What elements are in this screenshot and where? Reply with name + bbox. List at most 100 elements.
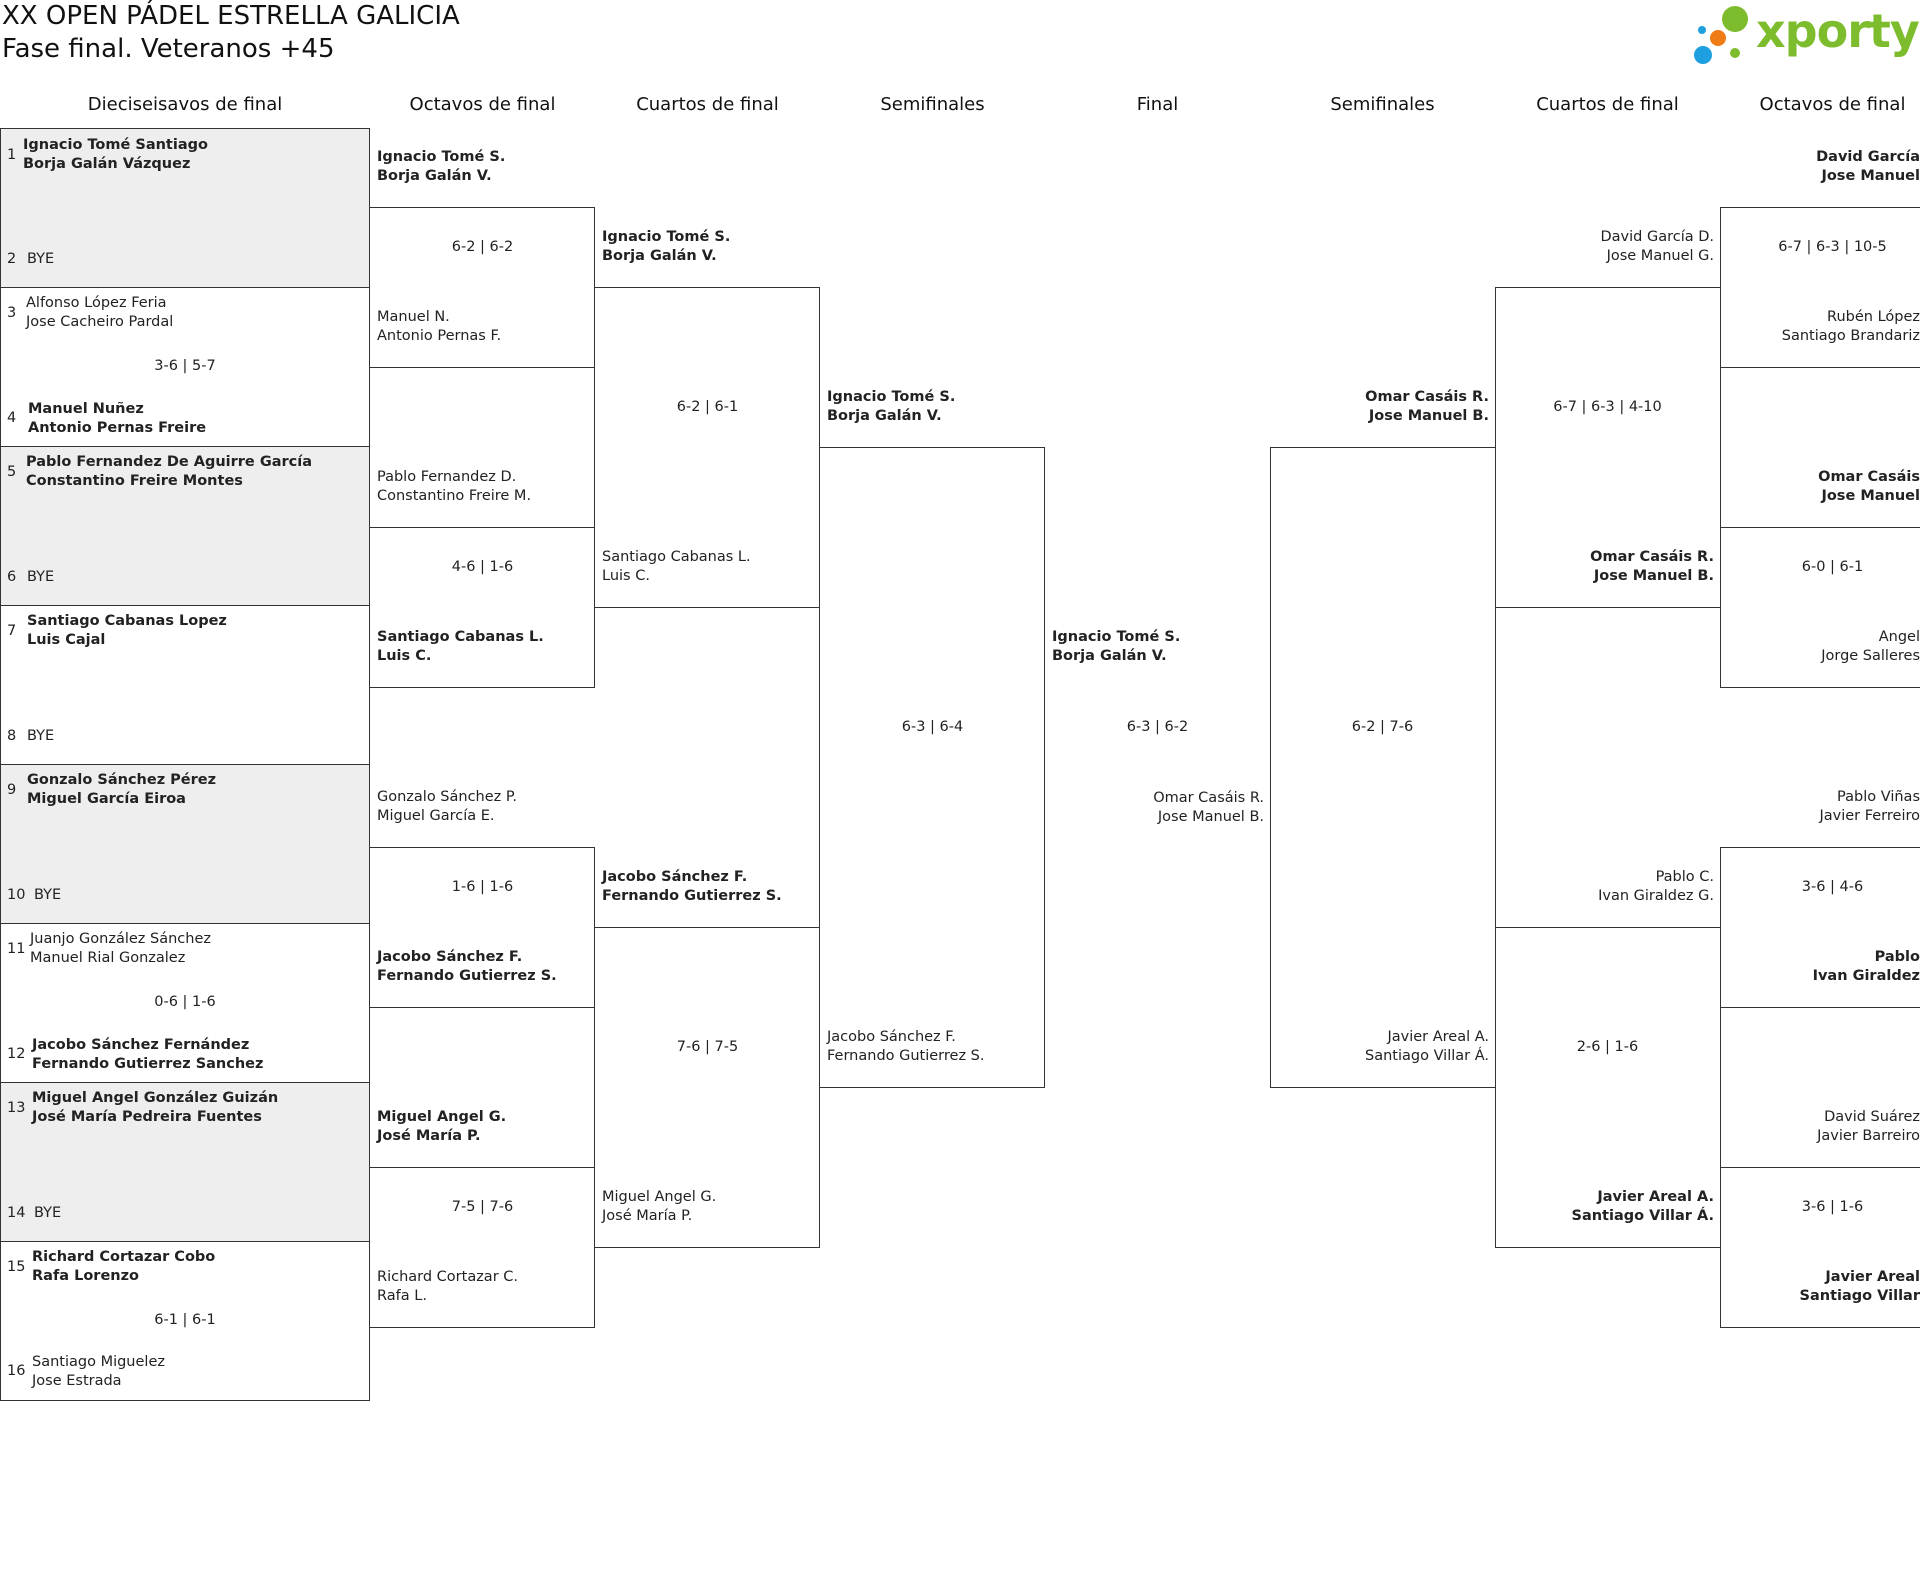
right-r16-team-8-p1: Javier Areal bbox=[1825, 1269, 1920, 1285]
r32-score-2: 3-6 | 5-7 bbox=[154, 358, 216, 374]
left-r16-team-4-p1: Santiago Cabanas L. bbox=[377, 629, 544, 645]
right-r16-team-1-p1: David García bbox=[1816, 149, 1920, 165]
left-sf-team-2-p2: Fernando Gutierrez S. bbox=[827, 1048, 985, 1064]
final-team-2-p2: Jose Manuel B. bbox=[1157, 809, 1264, 825]
right-qf-match-2 bbox=[1495, 927, 1721, 1248]
right-r16-team-6-p1: Pablo bbox=[1874, 949, 1920, 965]
seed-number: 16 bbox=[7, 1363, 26, 1379]
seed-number: 2 bbox=[7, 251, 17, 267]
left-r16-team-2-p2: Antonio Pernas F. bbox=[377, 328, 502, 344]
r32-team-6-p1: BYE bbox=[27, 569, 55, 585]
r32-score-8: 6-1 | 6-1 bbox=[154, 1312, 216, 1328]
seed-number: 5 bbox=[7, 464, 17, 480]
left-sf-team-2-p1: Jacobo Sánchez F. bbox=[827, 1029, 956, 1045]
logo-wordmark: xporty bbox=[1756, 4, 1920, 58]
left-r16-team-5-p1: Gonzalo Sánchez P. bbox=[377, 789, 517, 805]
r32-team-16-p2: Jose Estrada bbox=[32, 1373, 122, 1389]
right-sf-team-1-p2: Jose Manuel B. bbox=[1368, 408, 1489, 424]
right-r16-team-8-p2: Santiago Villar bbox=[1799, 1288, 1920, 1304]
right-qf-score-1: 6-7 | 6-3 | 4-10 bbox=[1553, 399, 1662, 415]
r32-team-7-p1: Santiago Cabanas Lopez bbox=[27, 613, 227, 629]
r32-team-3-p1: Alfonso López Feria bbox=[26, 295, 167, 311]
right-qf-team-3-p1: Pablo C. bbox=[1655, 869, 1714, 885]
left-r16-team-8-p1: Richard Cortazar C. bbox=[377, 1269, 518, 1285]
right-qf-team-4-p2: Santiago Villar Á. bbox=[1571, 1208, 1715, 1224]
r32-team-9-p2: Miguel García Eiroa bbox=[27, 791, 186, 807]
r32-team-1-p2: Borja Galán Vázquez bbox=[23, 156, 191, 172]
seed-number: 14 bbox=[7, 1205, 26, 1221]
left-sf-team-1-p2: Borja Galán V. bbox=[827, 408, 942, 424]
right-r16-team-3-p2: Jose Manuel bbox=[1821, 488, 1920, 504]
right-r16-match-4 bbox=[1720, 1167, 1920, 1328]
right-qf-match-1 bbox=[1495, 287, 1721, 608]
right-qf-team-4-p1: Javier Areal A. bbox=[1597, 1189, 1714, 1205]
r32-team-5-p1: Pablo Fernandez De Aguirre García bbox=[26, 454, 312, 470]
left-r16-team-7-p1: Miguel Angel G. bbox=[377, 1109, 507, 1125]
right-sf-score: 6-2 | 7-6 bbox=[1351, 719, 1414, 735]
left-r16-score-2: 4-6 | 1-6 bbox=[451, 559, 514, 575]
left-qf-team-4-p2: José María P. bbox=[602, 1208, 693, 1224]
left-r16-team-7-p2: José María P. bbox=[377, 1128, 481, 1144]
right-r16-match-1 bbox=[1720, 207, 1920, 368]
r32-team-14-p1: BYE bbox=[34, 1205, 62, 1221]
r32-team-4-p2: Antonio Pernas Freire bbox=[28, 420, 207, 436]
right-qf-team-3-p2: Ivan Giraldez G. bbox=[1598, 888, 1714, 904]
left-r16-team-4-p2: Luis C. bbox=[377, 648, 432, 664]
final-team-1-p2: Borja Galán V. bbox=[1052, 648, 1167, 664]
r32-team-12-p1: Jacobo Sánchez Fernández bbox=[32, 1037, 250, 1053]
r32-match-7 bbox=[0, 1082, 370, 1242]
right-qf-team-2-p2: Jose Manuel B. bbox=[1593, 568, 1714, 584]
seed-number: 11 bbox=[7, 941, 26, 957]
right-r16-team-4-p1: Angel bbox=[1878, 629, 1920, 645]
right-r16-team-3-p1: Omar Casáis bbox=[1818, 469, 1920, 485]
left-r16-team-2-p1: Manuel N. bbox=[377, 309, 450, 325]
r32-team-11-p1: Juanjo González Sánchez bbox=[30, 931, 211, 947]
r32-match-1 bbox=[0, 128, 370, 288]
logo-dot-green bbox=[1722, 6, 1748, 32]
left-qf-team-2-p2: Luis C. bbox=[602, 568, 650, 584]
col-head-final: Final bbox=[1136, 94, 1179, 115]
r32-team-11-p2: Manuel Rial Gonzalez bbox=[30, 950, 186, 966]
right-r16-team-7-p2: Javier Barreiro bbox=[1817, 1128, 1920, 1144]
left-r16-team-6-p1: Jacobo Sánchez F. bbox=[377, 949, 523, 965]
left-sf-match bbox=[819, 447, 1045, 1088]
right-r16-team-6-p2: Ivan Giraldez bbox=[1812, 968, 1920, 984]
right-r16-score-3: 3-6 | 4-6 bbox=[1801, 879, 1864, 895]
left-r16-score-1: 6-2 | 6-2 bbox=[451, 239, 514, 255]
r32-team-15-p1: Richard Cortazar Cobo bbox=[32, 1249, 216, 1265]
right-r16-team-4-p2: Jorge Salleres bbox=[1821, 648, 1920, 664]
r32-team-1-p1: Ignacio Tomé Santiago bbox=[23, 137, 208, 153]
final-team-1-p1: Ignacio Tomé S. bbox=[1052, 629, 1181, 645]
final-score: 6-3 | 6-2 bbox=[1126, 719, 1189, 735]
r32-team-7-p2: Luis Cajal bbox=[27, 632, 106, 648]
logo-dot-blue bbox=[1694, 46, 1712, 64]
left-qf-score-2: 7-6 | 7-5 bbox=[676, 1039, 739, 1055]
r32-team-9-p1: Gonzalo Sánchez Pérez bbox=[27, 772, 217, 788]
r32-team-4-p1: Manuel Nuñez bbox=[28, 401, 144, 417]
right-sf-match bbox=[1270, 447, 1496, 1088]
left-qf-team-3-p1: Jacobo Sánchez F. bbox=[602, 869, 748, 885]
right-sf-team-2-p1: Javier Areal A. bbox=[1387, 1029, 1489, 1045]
col-head-r32: Dieciseisavos de final bbox=[87, 94, 283, 115]
left-r16-score-4: 7-5 | 7-6 bbox=[451, 1199, 514, 1215]
right-r16-match-3 bbox=[1720, 847, 1920, 1008]
right-r16-team-2-p1: Rubén López bbox=[1827, 309, 1920, 325]
r32-team-13-p2: José María Pedreira Fuentes bbox=[32, 1109, 262, 1125]
left-r16-team-1-p2: Borja Galán V. bbox=[377, 168, 492, 184]
tournament-title: XX OPEN PÁDEL ESTRELLA GALICIA bbox=[2, 1, 460, 31]
r32-team-5-p2: Constantino Freire Montes bbox=[26, 473, 243, 489]
seed-number: 6 bbox=[7, 569, 17, 585]
xporty-logo: xporty bbox=[1690, 4, 1920, 68]
left-r16-team-5-p2: Miguel García E. bbox=[377, 808, 495, 824]
left-qf-team-2-p1: Santiago Cabanas L. bbox=[602, 549, 751, 565]
r32-match-5 bbox=[0, 764, 370, 924]
right-qf-team-1-p1: David García D. bbox=[1600, 229, 1714, 245]
col-head-left-sf: Semifinales bbox=[880, 94, 985, 115]
left-sf-score: 6-3 | 6-4 bbox=[901, 719, 964, 735]
left-sf-team-1-p1: Ignacio Tomé S. bbox=[827, 389, 956, 405]
right-r16-team-5-p1: Pablo Viñas bbox=[1837, 789, 1920, 805]
right-r16-team-2-p2: Santiago Brandariz bbox=[1781, 328, 1920, 344]
col-head-right-r16: Octavos de final bbox=[1759, 94, 1906, 115]
right-r16-score-2: 6-0 | 6-1 bbox=[1801, 559, 1864, 575]
right-qf-score-2: 2-6 | 1-6 bbox=[1576, 1039, 1639, 1055]
